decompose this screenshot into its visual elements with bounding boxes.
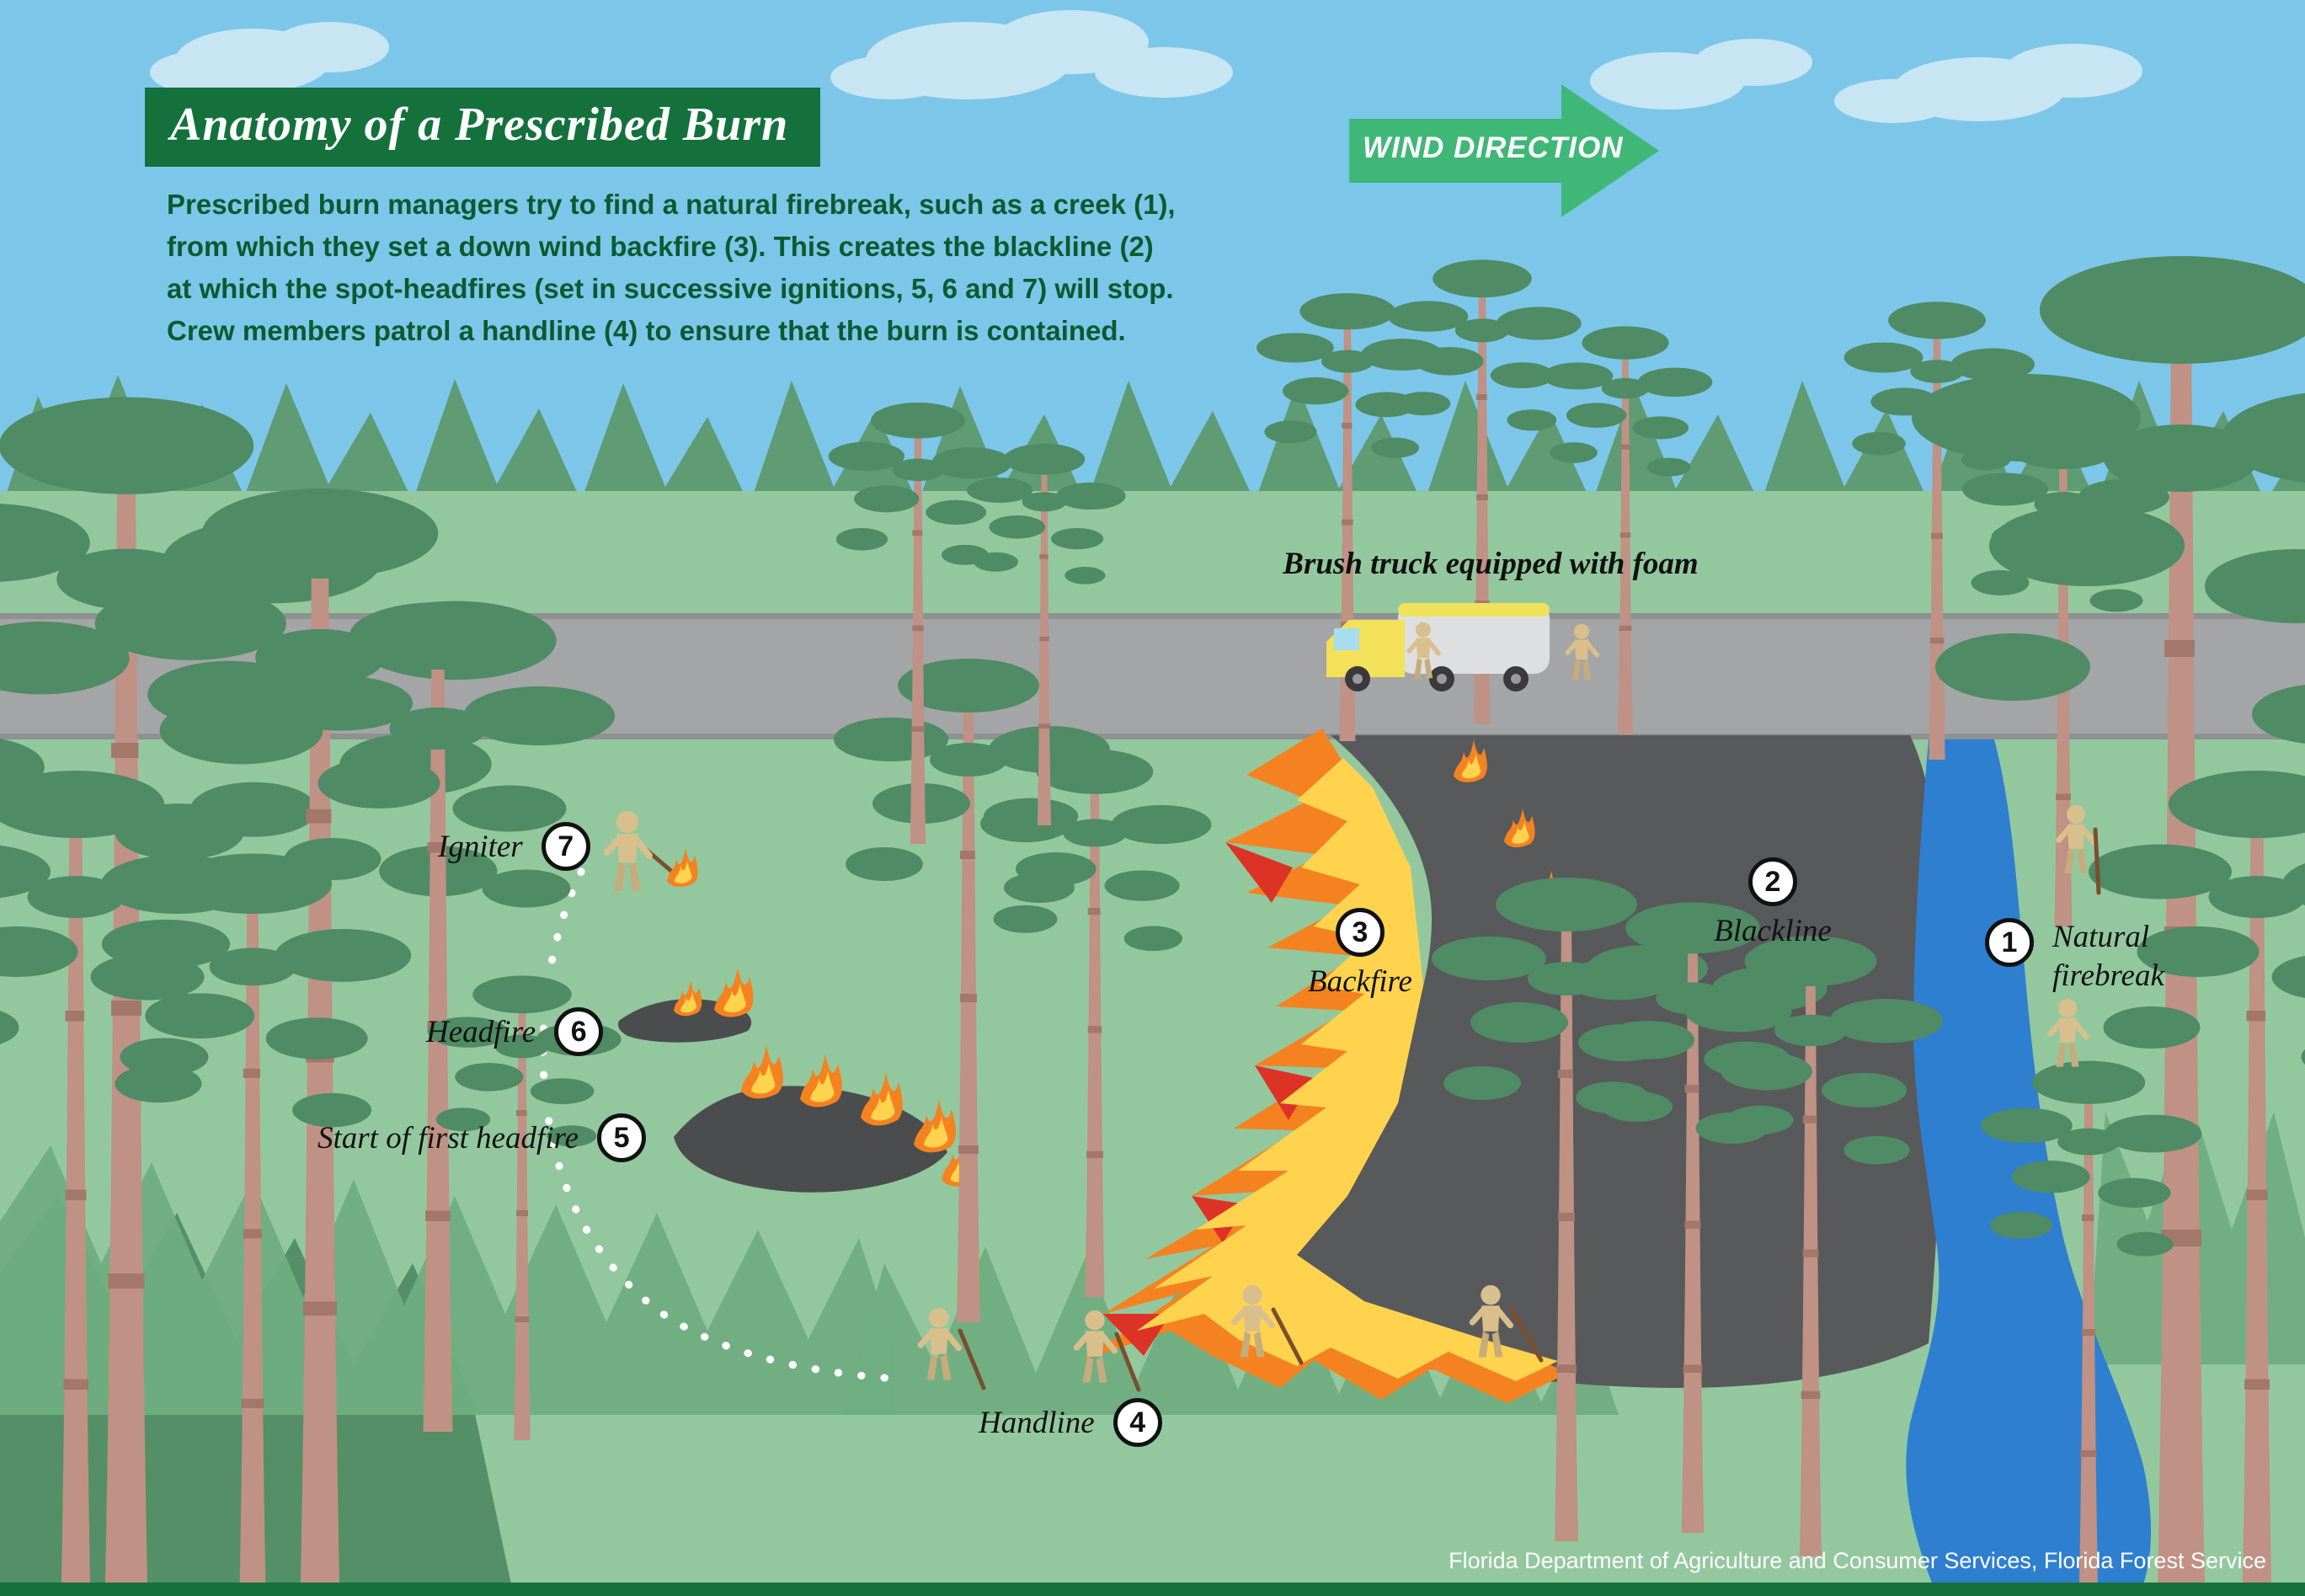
brush-truck <box>1326 603 1550 691</box>
description-line: Crew members patrol a handline (4) to en… <box>167 315 1126 346</box>
handline-dotted-path <box>539 867 911 1384</box>
marker-number-badge: 4 <box>1112 1398 1162 1447</box>
headfire-spot <box>617 967 754 1043</box>
marker-number-badge: 1 <box>1985 918 2034 967</box>
wind-direction-arrow: WIND DIRECTION <box>1349 84 1669 217</box>
wind-arrow-head-icon <box>1561 84 1659 217</box>
description-line: Prescribed burn managers try to find a n… <box>167 189 1176 220</box>
page-title: Anatomy of a Prescribed Burn <box>170 99 789 151</box>
marker-label: Natural firebreak <box>2052 920 2164 994</box>
description-line: from which they set a down wind backfire… <box>167 231 1154 262</box>
marker-label: Handline <box>979 1405 1095 1440</box>
marker-number-badge: 5 <box>597 1113 647 1162</box>
title-banner: Anatomy of a Prescribed Burn <box>145 88 821 167</box>
description-line: at which the spot-headfires (set in succ… <box>167 273 1174 304</box>
marker-label: Headfire <box>426 1014 536 1049</box>
backfire-flames <box>1082 729 1568 1403</box>
marker-start-of-first-headfire: Start of first headfire 5 <box>317 1113 647 1162</box>
clouds <box>150 10 2142 123</box>
first-headfire-spot <box>674 1045 979 1193</box>
description-text: Prescribed burn managers try to find a n… <box>167 184 1363 352</box>
marker-handline: Handline 4 <box>979 1398 1162 1447</box>
marker-label: Igniter <box>438 829 523 864</box>
marker-igniter: Igniter 7 <box>438 822 590 871</box>
cloud <box>150 22 389 93</box>
bottom-green-strip <box>0 1583 2305 1596</box>
marker-headfire: Headfire 6 <box>426 1007 604 1056</box>
cloud <box>1834 44 2142 123</box>
cloud <box>830 10 1233 99</box>
marker-number-badge: 2 <box>1748 857 1797 906</box>
marker-label: Start of first headfire <box>317 1120 579 1156</box>
wind-arrow-body <box>1349 119 1561 183</box>
truck-caption: Brush truck equipped with foam <box>1283 547 1699 581</box>
footer-credit: Florida Department of Agriculture and Co… <box>1449 1548 2266 1573</box>
marker-number-badge: 7 <box>541 822 590 871</box>
crew-members <box>607 622 2101 1392</box>
marker-label: Blackline <box>1714 914 1832 948</box>
marker-natural-firebreak: 1 Natural firebreak <box>1985 918 2204 996</box>
marker-number-badge: 3 <box>1336 908 1385 957</box>
marker-backfire: 3 Backfire <box>1267 908 1453 1000</box>
marker-number-badge: 6 <box>554 1007 604 1056</box>
marker-blackline: 2 Blackline <box>1684 857 1861 949</box>
marker-label: Backfire <box>1308 964 1412 999</box>
wind-direction-label: WIND DIRECTION <box>1363 131 1624 164</box>
